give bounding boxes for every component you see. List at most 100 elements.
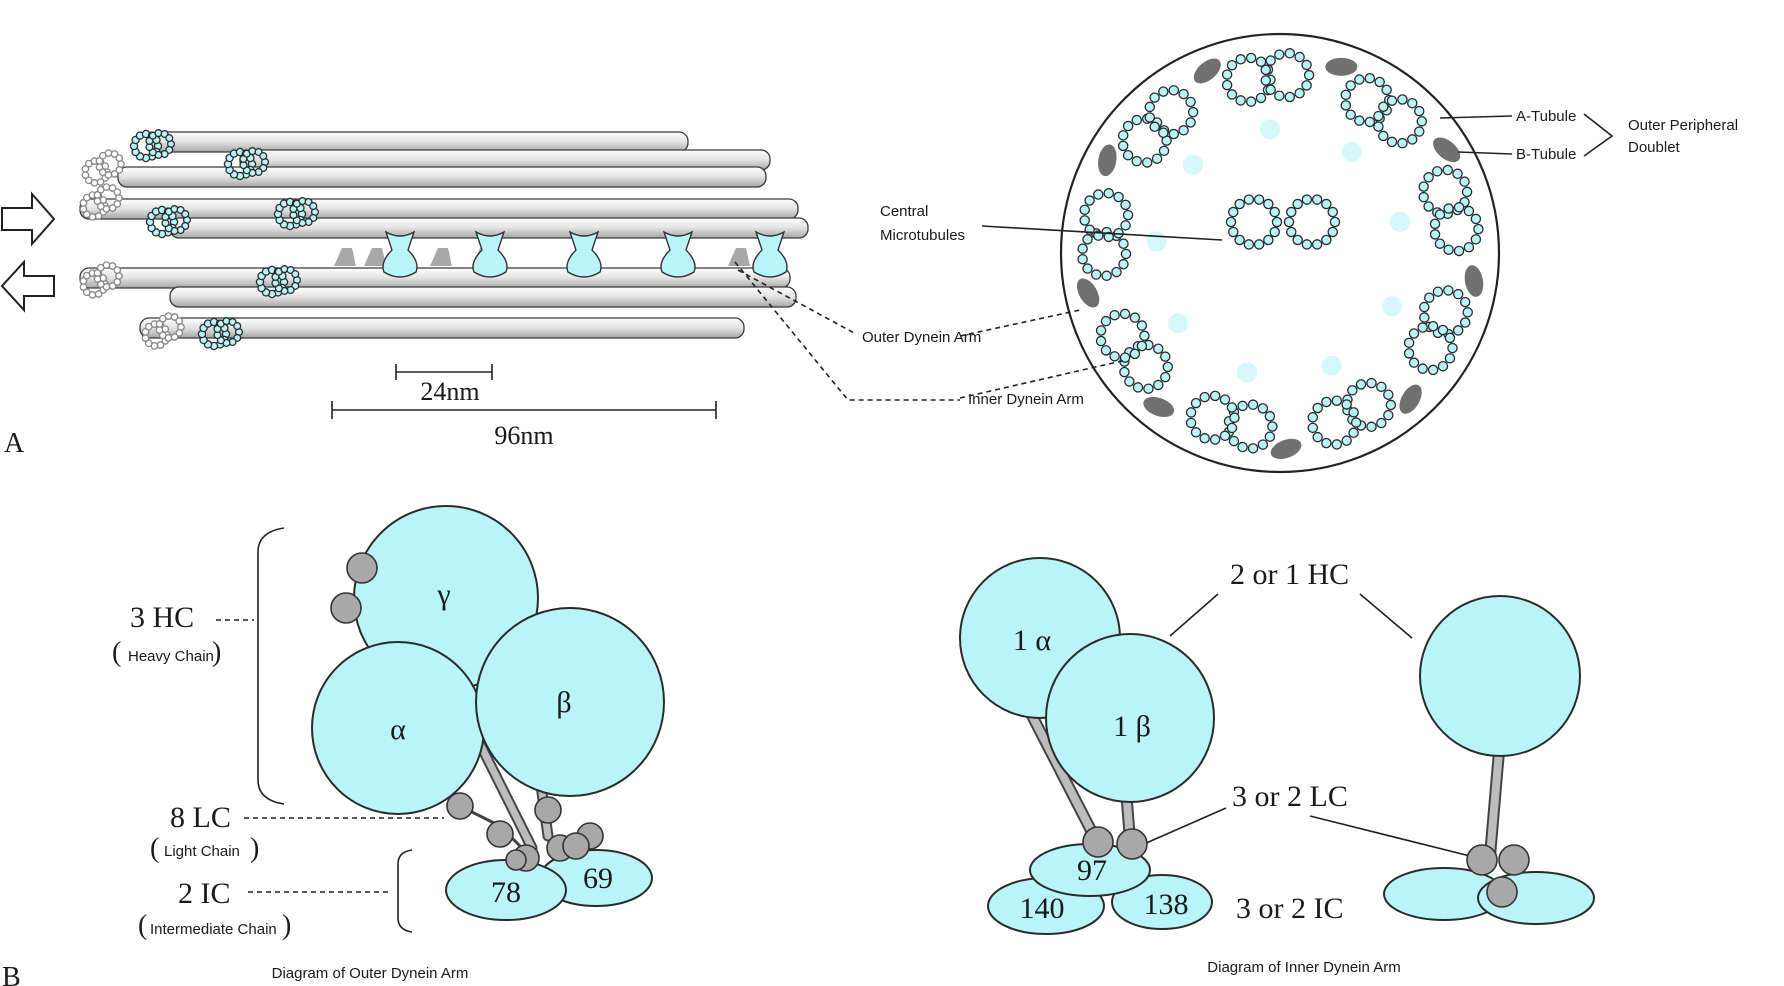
- b-tubule-ring-bead: [1373, 110, 1384, 122]
- light-chain-bead: [346, 552, 378, 584]
- faded-tubulin-ring-bead: [81, 165, 90, 173]
- label-gamma: γ: [436, 578, 450, 611]
- light-chain-bead: [562, 832, 590, 860]
- faded-tubulin-ring-bead: [155, 320, 164, 328]
- outer-dynein-arm: [382, 230, 418, 278]
- faded-tubulin-ring-bead: [79, 205, 88, 213]
- a-tubule-ring-bead: [1452, 325, 1464, 336]
- outer-dynein-arm: [752, 230, 788, 278]
- outer-arm-blob: [1143, 396, 1175, 418]
- central-microtubule-ring-bead: [1327, 226, 1338, 238]
- leader-lc-right: [1309, 815, 1479, 859]
- central-microtubule-ring-bead: [1263, 234, 1274, 246]
- a-tubule-ring-bead: [1419, 312, 1430, 323]
- faded-tubulin-ring-bead: [93, 197, 102, 205]
- a-tubule-ring-bead: [1354, 74, 1365, 85]
- faded-tubulin-ring-bead: [79, 199, 88, 207]
- b-tubule-ring-bead: [1378, 101, 1389, 112]
- b-tubule-ring-bead: [1226, 422, 1238, 434]
- b-tubule-ring-bead: [1190, 427, 1202, 438]
- faded-tubulin-ring-bead: [170, 333, 179, 341]
- faded-tubulin-ring-bead: [113, 188, 122, 196]
- a-tubule-ring-bead: [1153, 343, 1164, 355]
- a-tubule-ring-bead: [1082, 234, 1093, 245]
- b-tubule-ring-bead: [1136, 320, 1148, 331]
- b-tubule-ring-bead: [1307, 422, 1319, 434]
- central-microtubule-ring: [1225, 194, 1283, 250]
- a-tubule-ring-bead: [1162, 361, 1174, 373]
- central-microtubule-ring-bead: [1228, 226, 1239, 238]
- faded-tubulin-ring-bead: [110, 170, 119, 178]
- tubulin-ring-bead: [291, 270, 300, 279]
- b-tubule-ring-bead: [1307, 412, 1319, 423]
- bracket-outer-doublet: [1583, 113, 1614, 157]
- b-tubule-ring-bead: [1122, 209, 1134, 221]
- a-tubule-ring-bead: [1383, 389, 1394, 400]
- central-microtubule-ring-bead: [1271, 216, 1283, 228]
- a-tubule-ring-bead: [1423, 172, 1434, 183]
- a-tubule-ring-bead: [1221, 69, 1233, 80]
- a-tubule-ring-bead: [1442, 164, 1453, 176]
- central-microtubule-ring-bead: [1243, 239, 1255, 250]
- a-tubule-ring-bead: [1354, 115, 1365, 126]
- a-tubule-ring-bead: [1257, 403, 1269, 414]
- caption-outer-dynein-arm: Diagram of Outer Dynein Arm: [272, 965, 469, 982]
- central-microtubule-ring-bead: [1292, 234, 1303, 246]
- central-microtubule-ring-bead: [1327, 206, 1338, 218]
- b-tubule-ring-bead: [1219, 394, 1231, 405]
- b-tubule-ring-bead: [1350, 417, 1362, 428]
- central-microtubule-ring-bead: [1329, 216, 1341, 228]
- label-3-or-2-ic: 3 or 2 IC: [1236, 892, 1344, 925]
- faded-tubulin-ring-bead: [108, 262, 117, 270]
- light-chain-bead: [486, 820, 514, 848]
- central-microtubule-ring-bead: [1301, 239, 1313, 250]
- leader-b-tubule: [1457, 151, 1513, 155]
- faded-tubulin-ring-bead: [98, 168, 107, 177]
- faded-tubulin-ring-bead: [113, 200, 122, 208]
- b-tubule-ring-bead: [1443, 203, 1454, 214]
- b-tubule-ring-bead: [1190, 397, 1202, 409]
- b-tubule-ring-bead: [1386, 136, 1398, 148]
- inner-dynein-arm: [364, 248, 386, 266]
- a-tubule-ring-bead: [1221, 79, 1233, 91]
- outer-dynein-arm: [566, 230, 602, 278]
- a-tubule-ring-bead: [1235, 54, 1246, 65]
- a-tubule-ring-bead: [1132, 382, 1144, 393]
- paren-heavy-chain-close: ): [212, 637, 221, 668]
- a-tubule-ring-bead: [1419, 301, 1430, 313]
- label-ic-138: 138: [1144, 888, 1189, 921]
- outer-arm-blob: [1270, 438, 1302, 460]
- a-tubule-ring-bead: [1376, 417, 1387, 429]
- arrow-left-icon: [0, 259, 55, 313]
- central-microtubule-ring-bead: [1243, 194, 1255, 205]
- b-tubule-ring-bead: [1453, 202, 1465, 213]
- b-tubule-ring-bead: [1199, 391, 1210, 403]
- a-tubule-ring-bead: [1364, 73, 1376, 84]
- label-1-beta: 1 β: [1113, 710, 1151, 743]
- b-tubule-ring-bead: [1294, 87, 1305, 99]
- faded-tubulin-ring-bead: [94, 290, 103, 298]
- a-tubule-ring-bead: [1124, 376, 1135, 387]
- b-tubule-ring-bead: [1168, 128, 1180, 140]
- central-microtubule-ring-bead: [1253, 194, 1265, 205]
- b-tubule-ring-bead: [1331, 395, 1343, 406]
- faded-tubulin-ring-bead: [93, 269, 102, 277]
- b-tubule-ring-bead: [1139, 330, 1150, 342]
- b-tubule-ring-bead: [1434, 238, 1446, 249]
- a-tubule-ring-bead: [1151, 153, 1163, 164]
- label-alpha: α: [390, 713, 406, 746]
- light-chain-bead: [330, 592, 362, 624]
- faded-tubulin-ring-bead: [113, 278, 122, 286]
- faded-tubulin-ring-bead: [113, 266, 122, 274]
- b-tubule-ring-bead: [1417, 363, 1428, 374]
- b-tubule-ring-bead: [1185, 117, 1196, 128]
- radial-spoke: [1237, 362, 1258, 383]
- b-tubule-ring-bead: [1429, 218, 1441, 230]
- b-tubule-ring-bead: [1417, 322, 1428, 333]
- faded-tubulin-ring-bead: [104, 149, 113, 157]
- b-tubule-ring-bead: [1341, 435, 1352, 446]
- b-tubule-ring-bead: [1113, 191, 1124, 203]
- outer-arm-blob: [1076, 278, 1100, 308]
- b-tubule-ring-bead: [1144, 101, 1156, 113]
- b-tubule-ring-bead: [1301, 80, 1312, 91]
